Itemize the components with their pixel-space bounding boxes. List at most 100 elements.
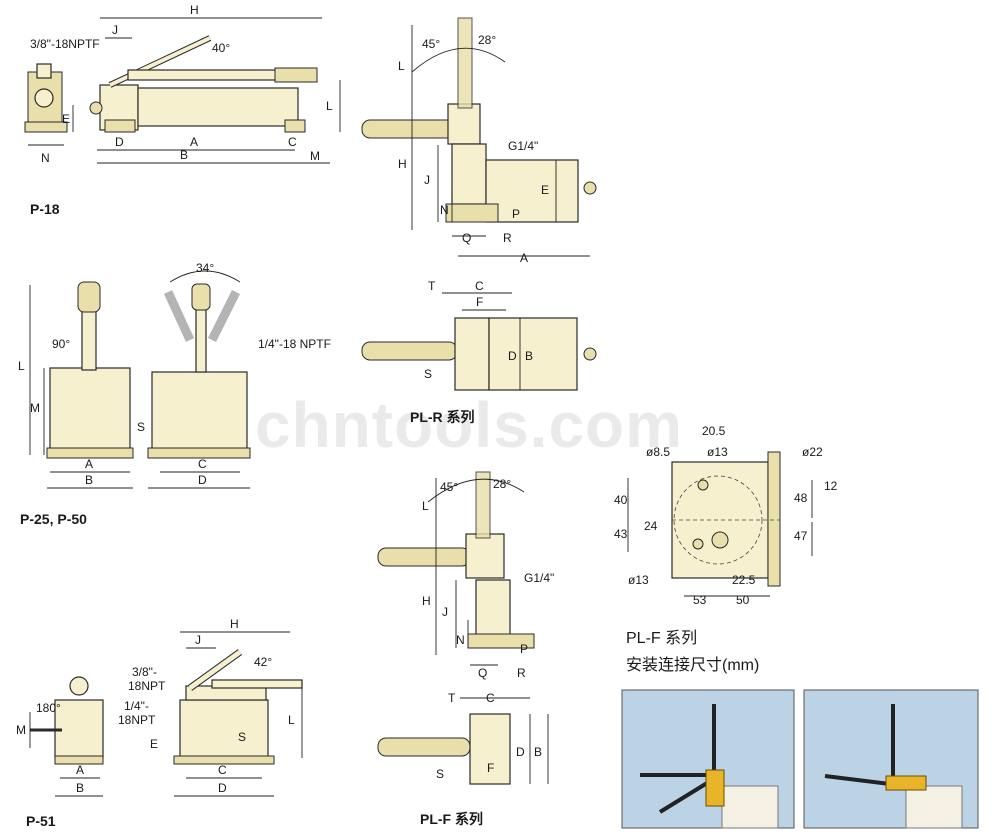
- p25-model: P-25, P-50: [20, 511, 87, 527]
- p25-label-L: L: [18, 359, 25, 373]
- p18-drawing: N E H J 40° 3/8"-18NPTF D A B C M L P-18: [24, 3, 341, 217]
- plr-drawing: 45° 28° L H J N G1/4" E P Q R A T C F D …: [361, 17, 597, 425]
- plf-label-F: F: [487, 761, 494, 775]
- plr-label-S: S: [424, 367, 432, 381]
- plr-label-C: C: [475, 279, 484, 293]
- mount-24: 24: [644, 519, 658, 533]
- p25-angle-swing: 34°: [196, 261, 214, 275]
- mount-53: 53: [693, 593, 707, 607]
- plf-drawing: 45° 28° L H J N G1/4" P Q R T C D B F S …: [377, 471, 554, 827]
- p51-port2b: 18NPT: [118, 713, 156, 727]
- p51-angle: 42°: [254, 655, 272, 669]
- mount-47: 47: [794, 529, 808, 543]
- p25-label-A: A: [85, 457, 93, 471]
- mount-12: 12: [824, 479, 838, 493]
- p51-port1: 3/8"-: [132, 665, 157, 679]
- mount-title1: PL-F 系列: [626, 629, 697, 647]
- p51-model: P-51: [26, 813, 56, 829]
- plf-angle2: 28°: [493, 477, 511, 491]
- p51-label-B: B: [76, 781, 84, 795]
- p25-label-M: M: [30, 401, 40, 415]
- p51-label-S: S: [238, 730, 246, 744]
- plf-label-T: T: [448, 691, 456, 705]
- p51-drawing: 180° M A B H J 42° L 3/8"- 18NPT 1/4"- 1…: [16, 617, 303, 829]
- p25-angle-90: 90°: [52, 337, 70, 351]
- mount-40: 40: [614, 493, 628, 507]
- plr-label-P: P: [512, 207, 520, 221]
- plr-angle1: 45°: [422, 37, 440, 51]
- mount-d8-5: ø8.5: [646, 445, 670, 459]
- p18-label-B: B: [180, 148, 188, 162]
- p25-port: 1/4"-18 NPTF: [258, 337, 331, 351]
- plf-label-B: B: [534, 745, 542, 759]
- plf-label-N: N: [456, 633, 465, 647]
- plr-label-B: B: [525, 349, 533, 363]
- mount-d13b: ø13: [628, 573, 649, 587]
- plf-port: G1/4": [524, 571, 554, 585]
- p51-label-D: D: [218, 781, 227, 795]
- plf-label-L: L: [422, 499, 429, 513]
- p51-angle-180: 180°: [36, 701, 61, 715]
- plr-label-J: J: [424, 173, 430, 187]
- p25-label-B: B: [85, 473, 93, 487]
- p51-label-E: E: [150, 737, 158, 751]
- plr-label-L: L: [398, 59, 405, 73]
- p18-label-C: C: [288, 135, 297, 149]
- mount-48: 48: [794, 491, 808, 505]
- plr-label-D: D: [508, 349, 517, 363]
- p51-port1b: 18NPT: [128, 679, 166, 693]
- mount-50: 50: [736, 593, 750, 607]
- p51-label-L: L: [288, 713, 295, 727]
- watermark: chntools.com: [255, 389, 683, 461]
- plr-label-F: F: [476, 295, 483, 309]
- plf-label-J: J: [442, 605, 448, 619]
- mount-title2: 安装连接尺寸(mm): [626, 656, 759, 674]
- mount-d22: ø22: [802, 445, 823, 459]
- p18-label-A: A: [190, 135, 198, 149]
- mount-43: 43: [614, 527, 628, 541]
- mount-drawing: 20.5 ø8.5 ø13 ø22 40 43 24 48 12 47 ø13 …: [614, 424, 838, 674]
- p51-label-J: J: [195, 633, 201, 647]
- p51-label-H: H: [230, 617, 239, 631]
- p51-port2: 1/4"-: [124, 699, 149, 713]
- plr-label-T: T: [428, 279, 436, 293]
- plf-label-P: P: [520, 642, 528, 656]
- p18-label-J: J: [112, 23, 118, 37]
- p18-label-L: L: [326, 99, 333, 113]
- plr-label-Q: Q: [462, 231, 471, 245]
- plf-label-R: R: [517, 666, 526, 680]
- plr-label-R: R: [503, 231, 512, 245]
- p25-label-C: C: [198, 457, 207, 471]
- plr-angle2: 28°: [478, 33, 496, 47]
- p18-label-D: D: [115, 135, 124, 149]
- p51-label-M: M: [16, 723, 26, 737]
- plf-label-D: D: [516, 745, 525, 759]
- p18-label-E: E: [62, 112, 70, 126]
- plf-angle1: 45°: [440, 480, 458, 494]
- p51-label-C: C: [218, 763, 227, 777]
- p18-port: 3/8"-18NPTF: [30, 37, 100, 51]
- p18-label-M: M: [310, 149, 320, 163]
- p18-label-N: N: [41, 151, 50, 165]
- p25-label-S: S: [137, 420, 145, 434]
- plf-label-C: C: [486, 691, 495, 705]
- p18-model: P-18: [30, 201, 60, 217]
- plr-label-H: H: [398, 157, 407, 171]
- mount-20-5: 20.5: [702, 424, 726, 438]
- plf-label-S: S: [436, 767, 444, 781]
- p25-label-D: D: [198, 473, 207, 487]
- plr-label-E: E: [541, 183, 549, 197]
- p51-label-A: A: [76, 763, 84, 777]
- plf-label-Q: Q: [478, 666, 487, 680]
- p18-label-H: H: [190, 3, 199, 17]
- install-photos: [621, 689, 979, 829]
- plf-label-H: H: [422, 594, 431, 608]
- plf-series: PL-F 系列: [420, 811, 483, 827]
- plr-port: G1/4": [508, 139, 538, 153]
- p18-angle: 40°: [212, 41, 230, 55]
- plr-series: PL-R 系列: [410, 409, 475, 425]
- mount-22-5: 22.5: [732, 573, 756, 587]
- plr-label-N: N: [440, 203, 449, 217]
